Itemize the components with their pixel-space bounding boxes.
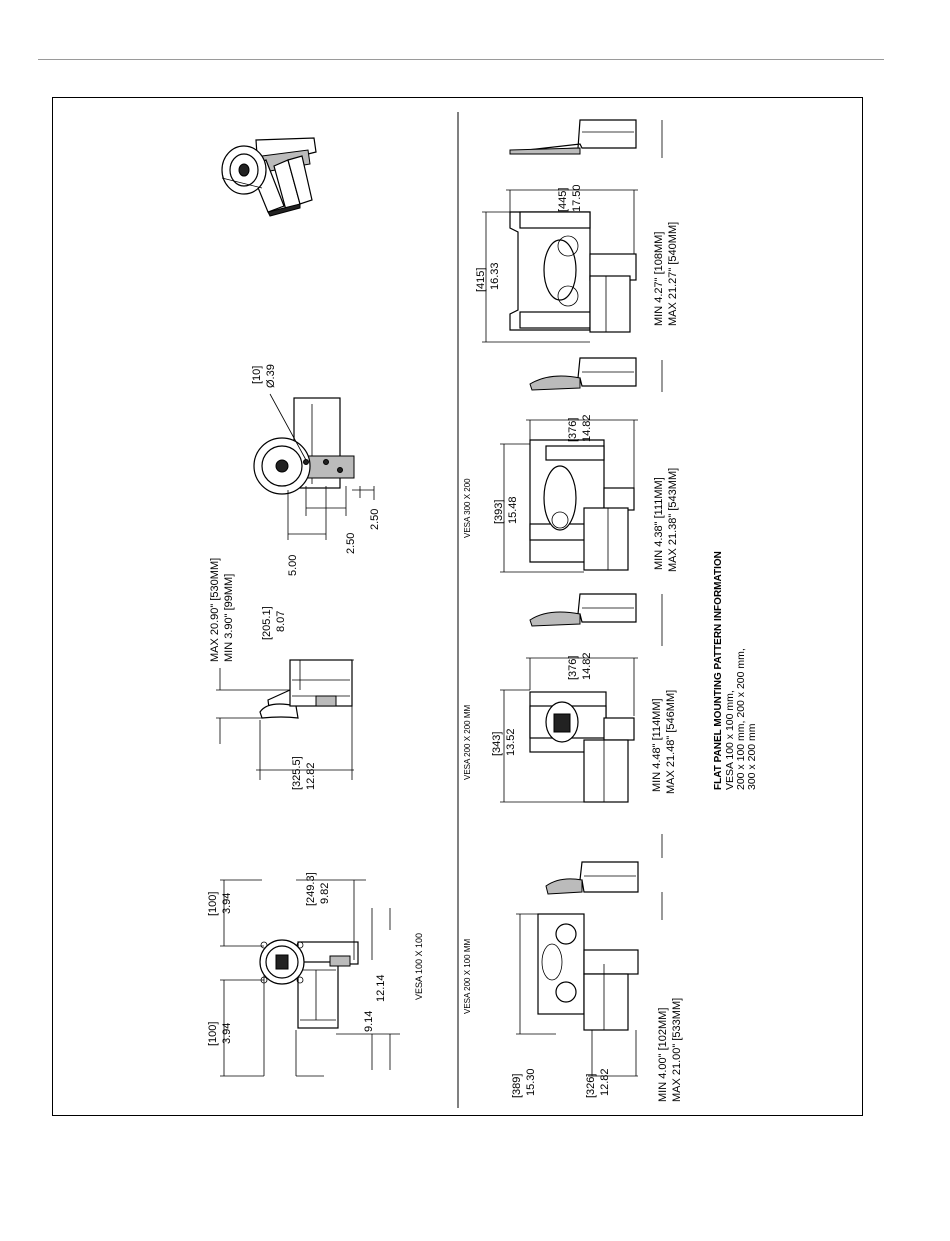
side-max: MAX 20.90" [530MM] [209, 558, 221, 662]
v300x200-label: VESA 300 X 200 [463, 478, 472, 538]
v200x100-min: MIN 4.00" [102MM] [657, 1008, 669, 1102]
drawing-frame [52, 97, 863, 1116]
side-profile-view [259, 659, 353, 719]
top-hole: [10] [251, 366, 263, 384]
v100-dim-b-in: 3.94 [221, 893, 233, 914]
v200x100-w: [389] [511, 1074, 523, 1098]
top-d2: 2.50 [345, 533, 357, 554]
top-view [253, 397, 355, 495]
v200x100-w-in: 15.30 [525, 1068, 537, 1096]
v200x100-max: MAX 21.00" [533MM] [671, 998, 683, 1102]
v200x200-min: MIN 4.48" [114MM] [651, 698, 663, 792]
side-dim-b: [325.5] [291, 756, 303, 790]
top-hole-in: Ø.39 [265, 364, 277, 388]
v400-h-in: 17.50 [571, 184, 583, 212]
top-view-dimensions [269, 393, 375, 540]
v100-dim-a-in: 3.94 [221, 1023, 233, 1044]
v100-label: VESA 100 X 100 [414, 933, 424, 1000]
v100-dim-a: [100] [207, 1022, 219, 1046]
v200x200-label: VESA 200 X 200 MM [463, 705, 472, 780]
vesa-100-dimensions [220, 879, 400, 1077]
side-dim-a-in: 8.07 [275, 611, 287, 632]
v300x200-w-in: 15.48 [507, 496, 519, 524]
v200x100-h-in: 12.82 [599, 1068, 611, 1096]
info-line-1: VESA 100 x 100 mm, [724, 690, 736, 790]
v400-min: MIN 4.27" [108MM] [653, 232, 665, 326]
v300x200-min: MIN 4.38" [111MM] [653, 477, 665, 570]
v100-dim-c: [249.3] [305, 872, 317, 906]
v200x100-label: VESA 200 X 100 MM [463, 939, 472, 1014]
side-dim-b-in: 12.82 [305, 762, 317, 790]
info-title: FLAT PANEL MOUNTING PATTERN INFORMATION [713, 551, 724, 790]
v100-dim-b: [100] [207, 892, 219, 916]
v100-dim-c-in: 9.82 [319, 883, 331, 904]
v300x200-max: MAX 21.38" [543MM] [667, 468, 679, 572]
vesa-300x200-dims [500, 360, 663, 573]
info-line-2: 200 x 100 mm, 200 x 200 mm, [735, 648, 747, 790]
v400-max: MAX 21.27" [540MM] [667, 222, 679, 326]
vesa-100-front-view [259, 939, 359, 1029]
v300x200-h-in: 14.82 [581, 414, 593, 442]
vesa-300x200-group [529, 357, 637, 571]
v200x200-max: MAX 21.48" [546MM] [665, 690, 677, 794]
v400-w: [415] [475, 268, 487, 292]
side-dim-a: [205.1] [261, 606, 273, 640]
v200x200-h-in: 14.82 [581, 652, 593, 680]
vesa-200x100-dims [516, 834, 663, 1077]
top-d1: 5.00 [287, 555, 299, 576]
v100-dim-d: 12.14 [375, 974, 387, 1002]
vesa-200x200-dims [500, 594, 663, 803]
v400-h: [445] [557, 188, 569, 212]
v200x100-h: [326] [585, 1074, 597, 1098]
v200x200-w-in: 13.52 [505, 728, 517, 756]
vesa-400-group [509, 119, 637, 333]
v200x200-h: [376] [567, 656, 579, 680]
side-min: MIN 3.90" [99MM] [223, 574, 235, 662]
header-rule [38, 59, 884, 60]
v400-w-in: 16.33 [489, 262, 501, 290]
side-profile-dimensions [216, 659, 354, 780]
info-line-3: 300 x 200 mm [746, 723, 758, 790]
vesa-400-dims [482, 120, 663, 343]
v100-dim-e: 9.14 [363, 1011, 375, 1032]
v300x200-h: [376] [567, 418, 579, 442]
v300x200-w: [393] [493, 500, 505, 524]
vesa-200x100-group [537, 861, 639, 1031]
v200x200-w: [343] [491, 732, 503, 756]
vesa-200x200-group [529, 593, 637, 803]
isometric-view [221, 137, 317, 217]
top-d3: 2.50 [369, 509, 381, 530]
